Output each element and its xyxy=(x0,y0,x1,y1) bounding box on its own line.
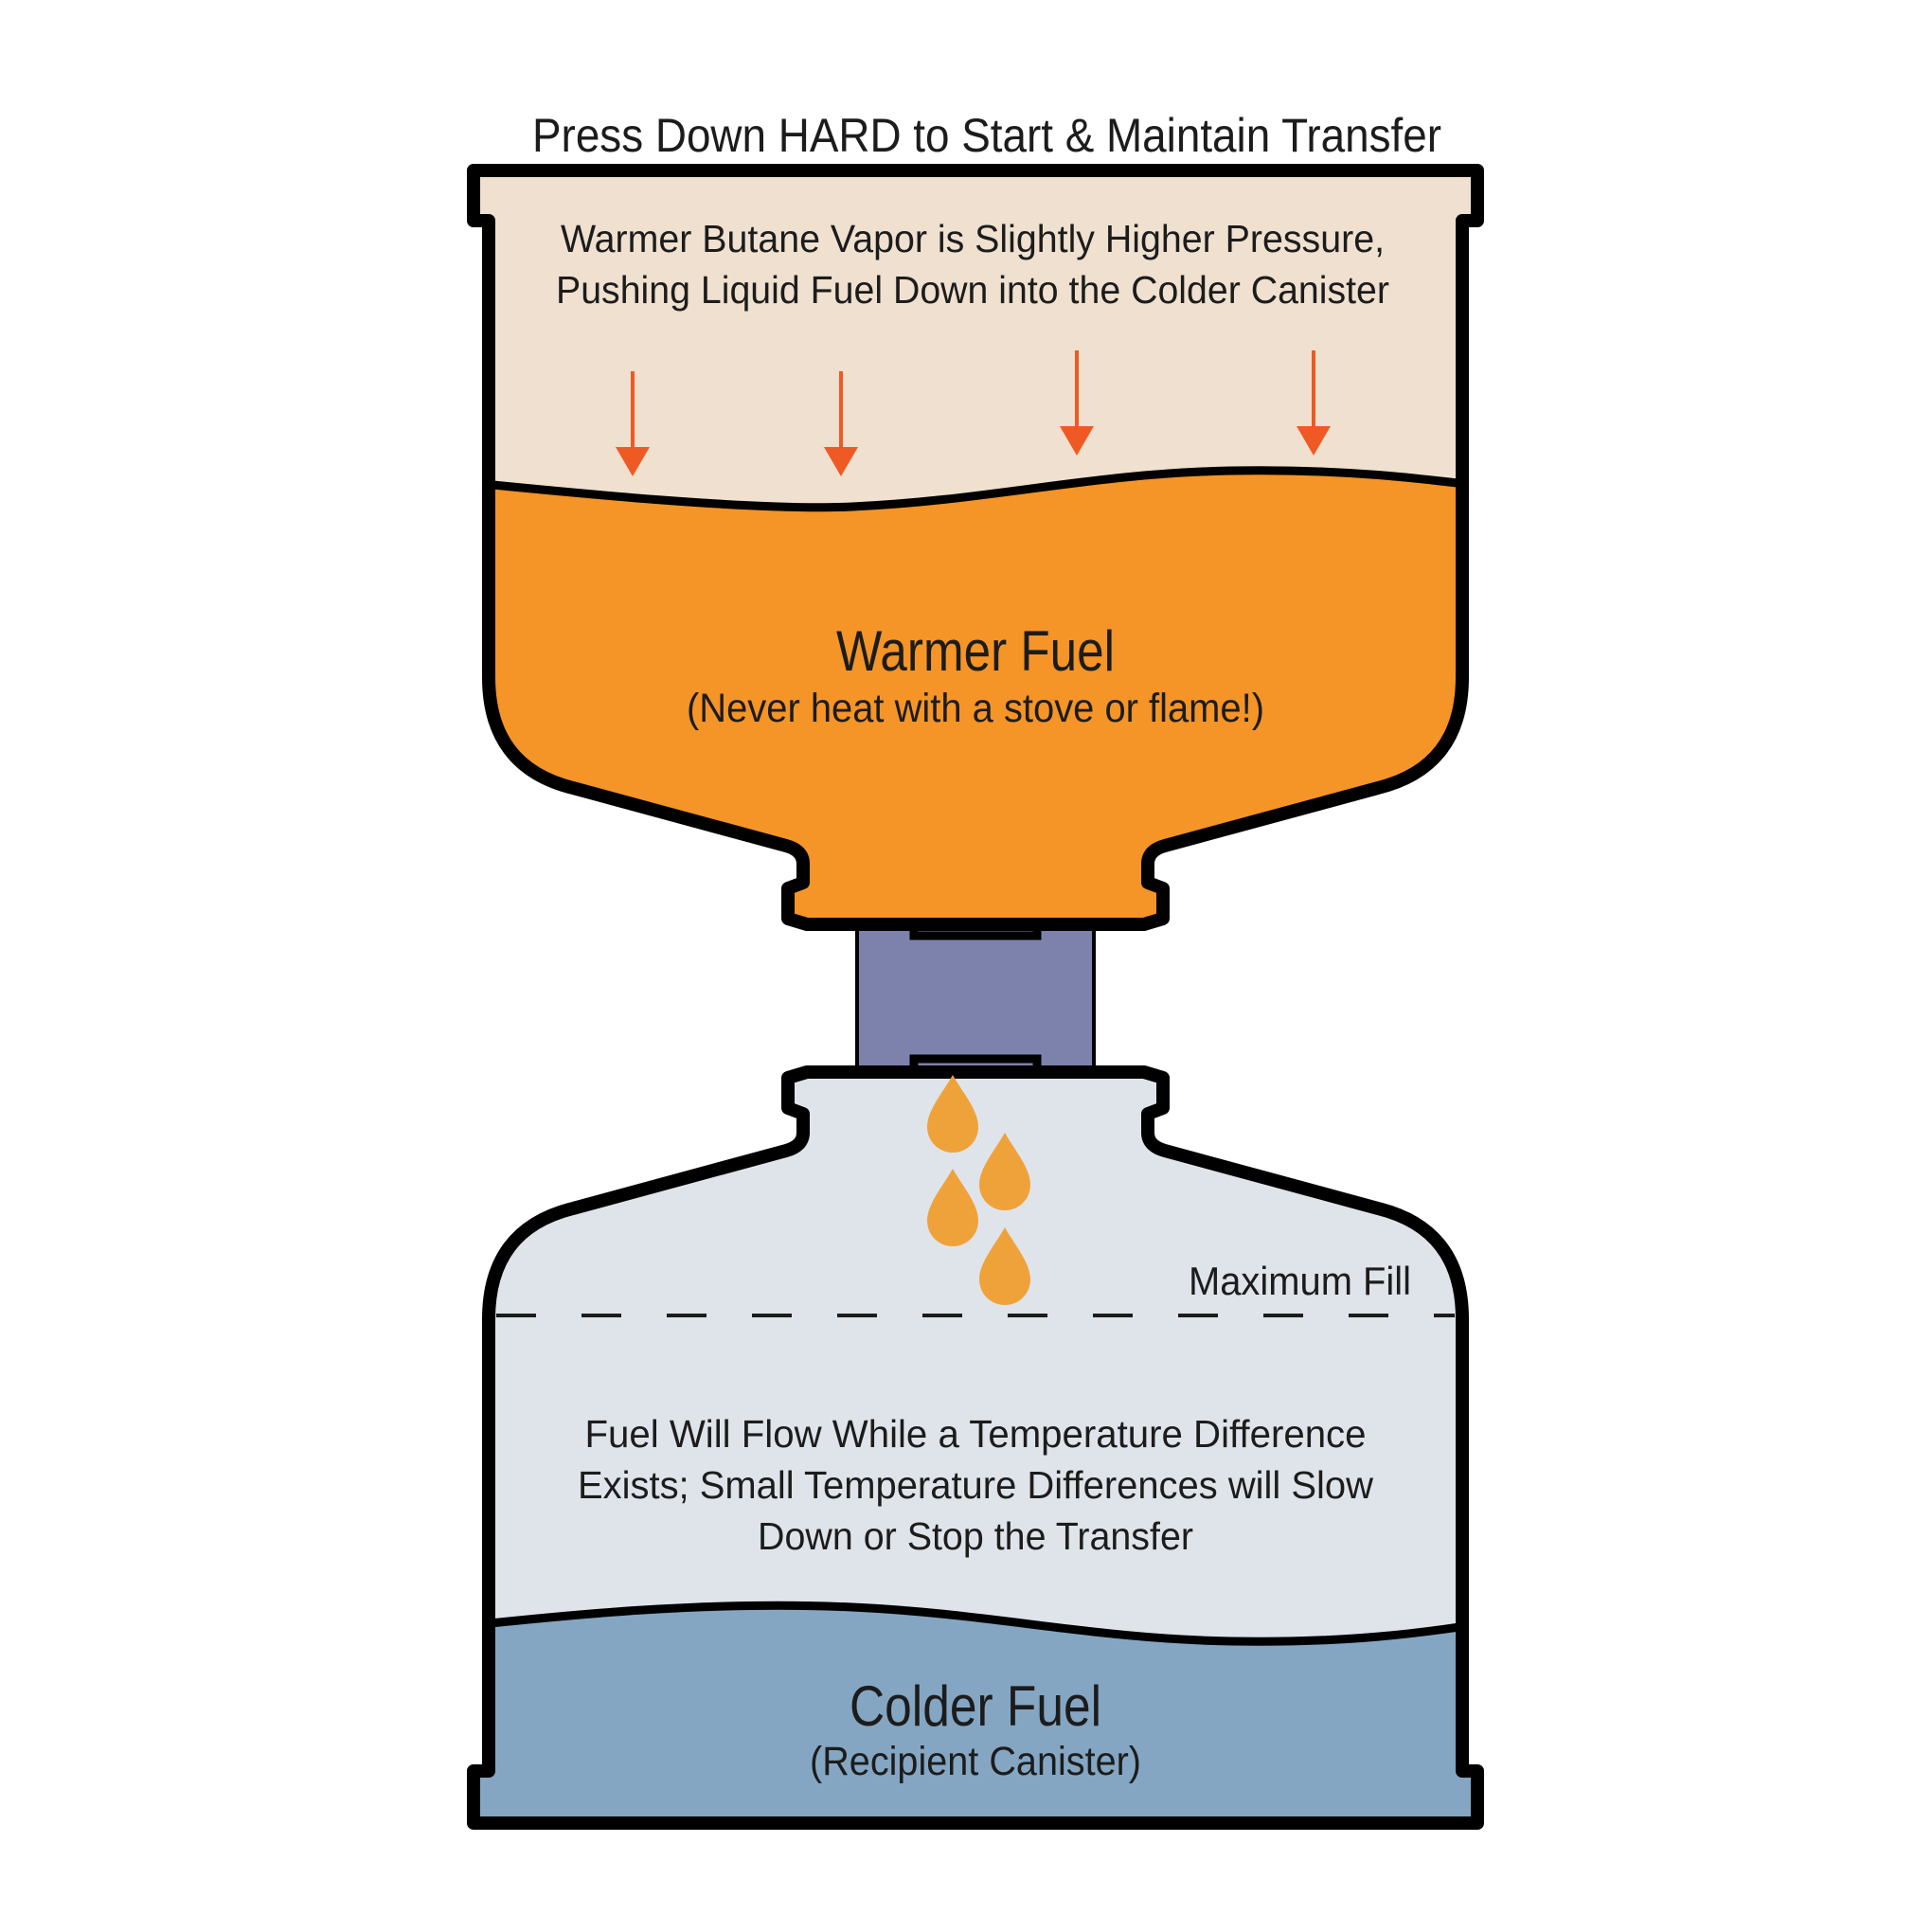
instruction-label: Press Down HARD to Start & Maintain Tran… xyxy=(532,109,1441,162)
cold-fuel-region xyxy=(474,1605,1477,1823)
down-arrow-icon xyxy=(1297,350,1331,456)
recipient-canister xyxy=(467,1054,1484,1830)
warm-fuel-title: Warmer Fuel xyxy=(836,619,1115,683)
cold-fuel-title: Colder Fuel xyxy=(850,1674,1101,1738)
recipient-canister-outline xyxy=(467,1065,1484,1830)
recipient-valve xyxy=(909,1054,1042,1072)
transfer-coupler xyxy=(855,921,1096,1077)
donor-valve xyxy=(909,924,1042,940)
max-fill-label: Maximum Fill xyxy=(1189,1259,1411,1303)
flow-description-line3: Down or Stop the Transfer xyxy=(758,1514,1193,1558)
vapor-description-line1: Warmer Butane Vapor is Slightly Higher P… xyxy=(561,217,1385,260)
warm-fuel-surface xyxy=(474,466,1477,512)
fuel-drop-icon xyxy=(927,1075,978,1153)
down-arrow-icon xyxy=(616,371,650,476)
pressure-arrows xyxy=(616,350,1331,476)
flow-description-line1: Fuel Will Flow While a Temperature Diffe… xyxy=(585,1412,1367,1456)
vapor-description-line2: Pushing Liquid Fuel Down into the Colder… xyxy=(556,268,1389,312)
fuel-droplets xyxy=(927,1075,1030,1305)
down-arrow-icon xyxy=(1060,350,1094,456)
cold-fuel-surface xyxy=(474,1601,1477,1646)
warm-fuel-note: (Never heat with a stove or flame!) xyxy=(687,686,1264,731)
donor-canister xyxy=(467,164,1484,940)
cold-fuel-note: (Recipient Canister) xyxy=(810,1739,1141,1784)
fuel-drop-icon xyxy=(979,1227,1030,1305)
fuel-drop-icon xyxy=(979,1133,1030,1210)
fuel-drop-icon xyxy=(927,1169,978,1246)
down-arrow-icon xyxy=(824,371,858,476)
flow-description-line2: Exists; Small Temperature Differences wi… xyxy=(578,1463,1373,1507)
donor-canister-outline xyxy=(467,164,1484,931)
